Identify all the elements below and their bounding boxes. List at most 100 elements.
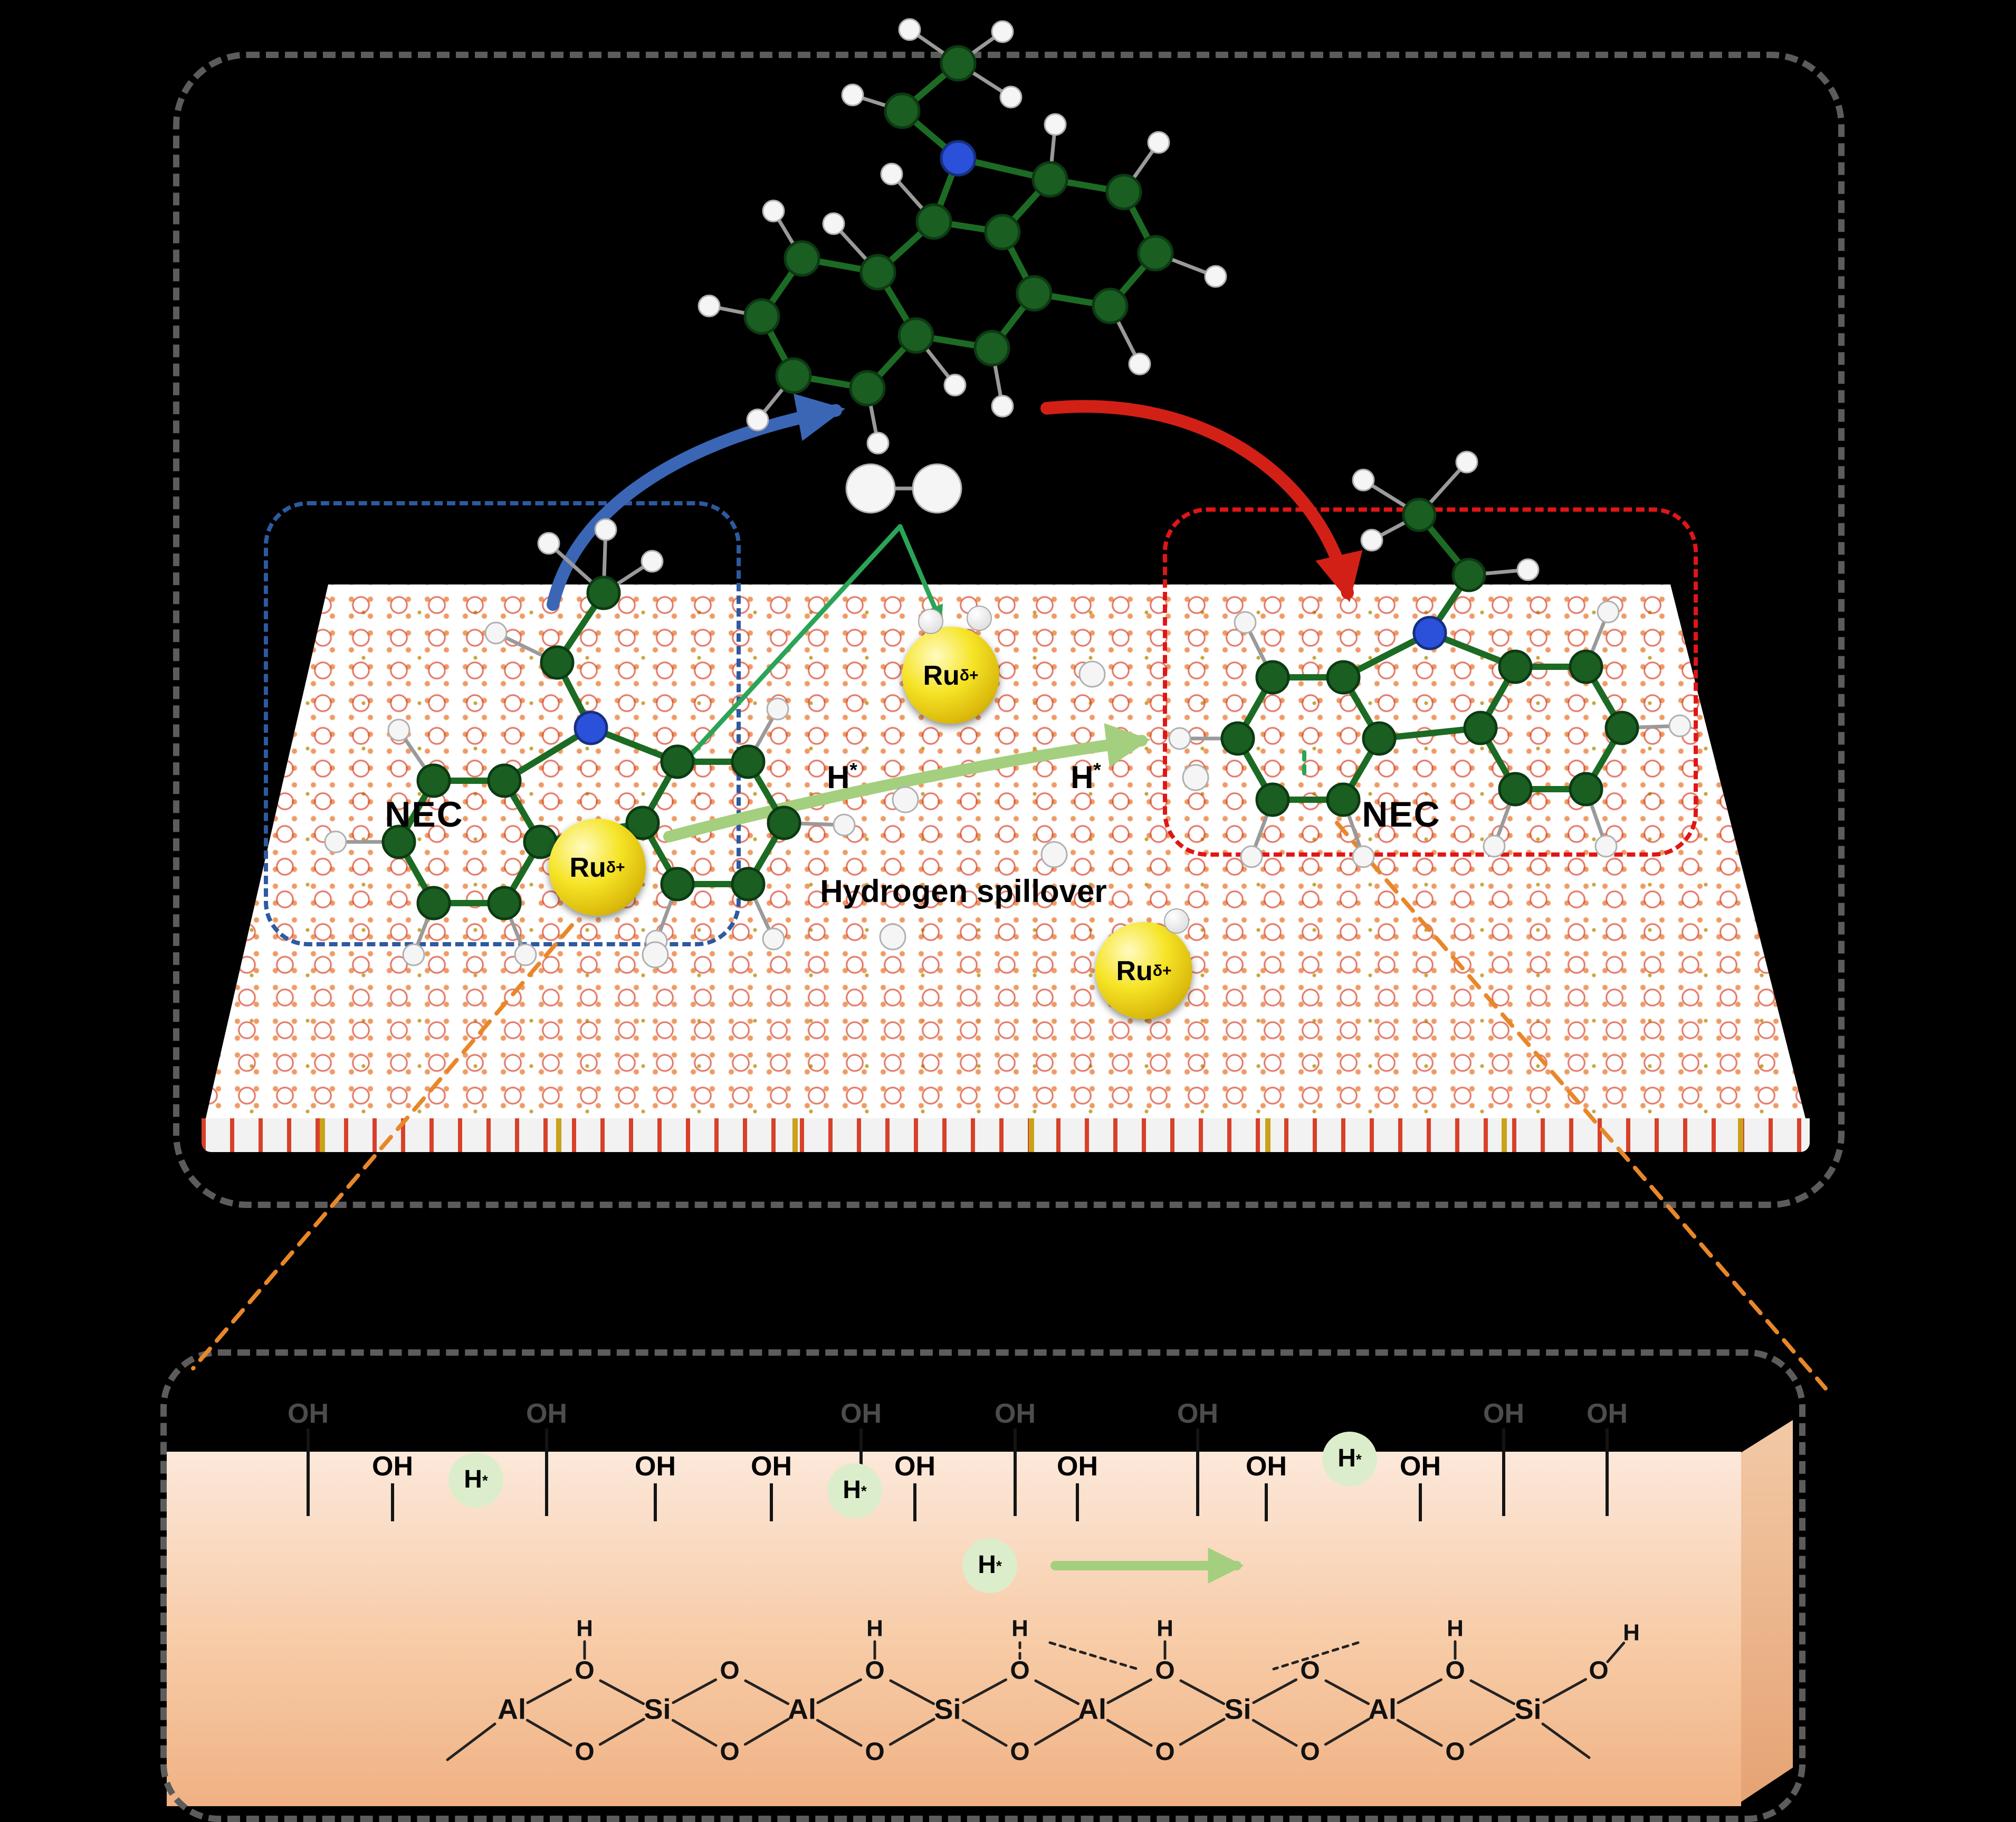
hydrogen-atom bbox=[866, 431, 890, 455]
h-star-symbol: H bbox=[827, 761, 850, 795]
h-star-symbol: H bbox=[1337, 1444, 1356, 1473]
carbon-atom bbox=[1092, 287, 1129, 324]
orange-dashed-line bbox=[1335, 821, 1828, 1391]
hydrogen-atom bbox=[1204, 265, 1227, 288]
hydrogen-atom bbox=[1668, 714, 1692, 737]
carbon-atom bbox=[897, 317, 934, 354]
hydrogen-atom bbox=[1078, 660, 1106, 688]
carbon-atom bbox=[540, 645, 575, 680]
carbon-atom bbox=[1604, 711, 1639, 745]
h-star-asterisk: * bbox=[861, 1482, 867, 1499]
bridging-oxygen-label: O bbox=[1010, 1657, 1029, 1685]
chain-bond bbox=[743, 1718, 790, 1746]
hydrogen-atom bbox=[1594, 835, 1618, 858]
chain-bond bbox=[1324, 1718, 1370, 1746]
chain-bond bbox=[816, 1719, 863, 1747]
hydrogen-atom bbox=[484, 621, 508, 645]
h-star-asterisk: * bbox=[482, 1472, 488, 1489]
hydrogen-atom bbox=[1234, 611, 1257, 634]
h-star-symbol: H bbox=[1071, 761, 1094, 795]
hydrogen-atom bbox=[898, 18, 921, 41]
hydrogen-atom bbox=[1352, 845, 1375, 868]
chain-bond bbox=[1251, 1719, 1298, 1747]
hydrogen-atom bbox=[991, 395, 1014, 418]
spillover-arrow-green bbox=[663, 723, 1151, 842]
chain-bond bbox=[526, 1678, 572, 1704]
silanol-oh-label: OH bbox=[372, 1450, 413, 1482]
carbon-atom bbox=[625, 805, 660, 840]
silanol-oh-label: OH bbox=[1057, 1450, 1098, 1482]
hydrogen-atom bbox=[1168, 727, 1191, 750]
ru-label: Ru bbox=[1116, 954, 1153, 986]
ru-charge-superscript: δ+ bbox=[606, 858, 625, 876]
hydrogen-atom bbox=[1352, 468, 1375, 492]
h2-dissociation-arrow-green bbox=[897, 524, 943, 624]
hydrogen-bond-dash bbox=[1048, 1641, 1139, 1671]
hydrogen-atom bbox=[880, 162, 903, 186]
h-star-label-right: H* bbox=[1071, 759, 1101, 797]
hydrogen-atom bbox=[1164, 908, 1189, 934]
bridging-hydrogen-label: H bbox=[1011, 1616, 1028, 1642]
ru-label: Ru bbox=[569, 851, 606, 883]
hydrogen-atom bbox=[537, 532, 560, 555]
molecule-12h-nec-product bbox=[698, 18, 1227, 455]
chain-bond bbox=[1324, 1679, 1370, 1705]
h-star-symbol: H bbox=[843, 1476, 861, 1504]
chain-bond bbox=[888, 1718, 935, 1746]
hydrogen-atom bbox=[642, 941, 669, 968]
chain-bond bbox=[1252, 1678, 1298, 1704]
chain-terminal-bond bbox=[1541, 1722, 1591, 1759]
framework-al-label: Al bbox=[1368, 1693, 1397, 1725]
chain-bond bbox=[1542, 1678, 1587, 1704]
bridging-oxygen-label: O bbox=[1155, 1657, 1174, 1685]
hydrogenation-arrow-blue bbox=[547, 394, 845, 611]
silanol-stick bbox=[1265, 1483, 1268, 1521]
bridging-oxygen-label: O bbox=[865, 1738, 884, 1766]
carbon-atom bbox=[915, 203, 952, 240]
hydrogen-spillover-label: Hydrogen spillover bbox=[820, 875, 1107, 909]
silanol-oh-label: OH bbox=[840, 1397, 882, 1429]
silanol-stick bbox=[1502, 1428, 1505, 1516]
silanol-oh-label: OH bbox=[751, 1450, 792, 1482]
carbon-atom bbox=[767, 805, 801, 840]
bridging-oxygen-label: O bbox=[720, 1657, 739, 1685]
hydrogen-bond-dash bbox=[1272, 1641, 1360, 1671]
silanol-oh-label: OH bbox=[1587, 1397, 1628, 1429]
molecule-nec-left bbox=[324, 518, 856, 966]
h-star-asterisk: * bbox=[849, 759, 857, 781]
carbon-atom bbox=[416, 886, 451, 920]
carbon-atom bbox=[775, 357, 812, 394]
chain-bond bbox=[598, 1718, 645, 1746]
carbon-atom bbox=[1220, 721, 1255, 756]
carbon-atom bbox=[731, 867, 766, 902]
chain-bond bbox=[961, 1719, 1008, 1747]
bridging-hydrogen-label: H bbox=[576, 1616, 593, 1642]
carbon-atom bbox=[940, 45, 977, 82]
chain-bond bbox=[1397, 1678, 1443, 1704]
carbon-atom bbox=[784, 240, 820, 277]
h-star-symbol: H bbox=[464, 1465, 482, 1494]
framework-al-label: Al bbox=[498, 1693, 526, 1725]
framework-si-label: Si bbox=[934, 1693, 961, 1725]
bridging-oxygen-label: O bbox=[720, 1738, 739, 1766]
framework-al-label: Al bbox=[788, 1693, 816, 1725]
hydrogen-atom bbox=[1455, 450, 1478, 474]
carbon-atom bbox=[487, 886, 522, 920]
carbon-atom bbox=[381, 824, 416, 859]
hydrogen-atom bbox=[1128, 352, 1151, 376]
carbon-atom bbox=[1105, 174, 1142, 210]
hydrogen-atom bbox=[698, 294, 721, 318]
chain-bond bbox=[1179, 1718, 1226, 1746]
chain-bond bbox=[1034, 1718, 1080, 1746]
surface-closeup-front-face bbox=[167, 1452, 1741, 1806]
nitrogen-atom bbox=[940, 140, 977, 177]
hydrogen-atom bbox=[766, 697, 789, 721]
hydrogen-atom bbox=[822, 212, 845, 235]
molecule-nec-right bbox=[1168, 450, 1692, 868]
silanol-oh-label: OH bbox=[526, 1397, 567, 1429]
carbon-atom bbox=[1498, 772, 1533, 807]
bridging-oxygen-label: O bbox=[1010, 1738, 1029, 1766]
